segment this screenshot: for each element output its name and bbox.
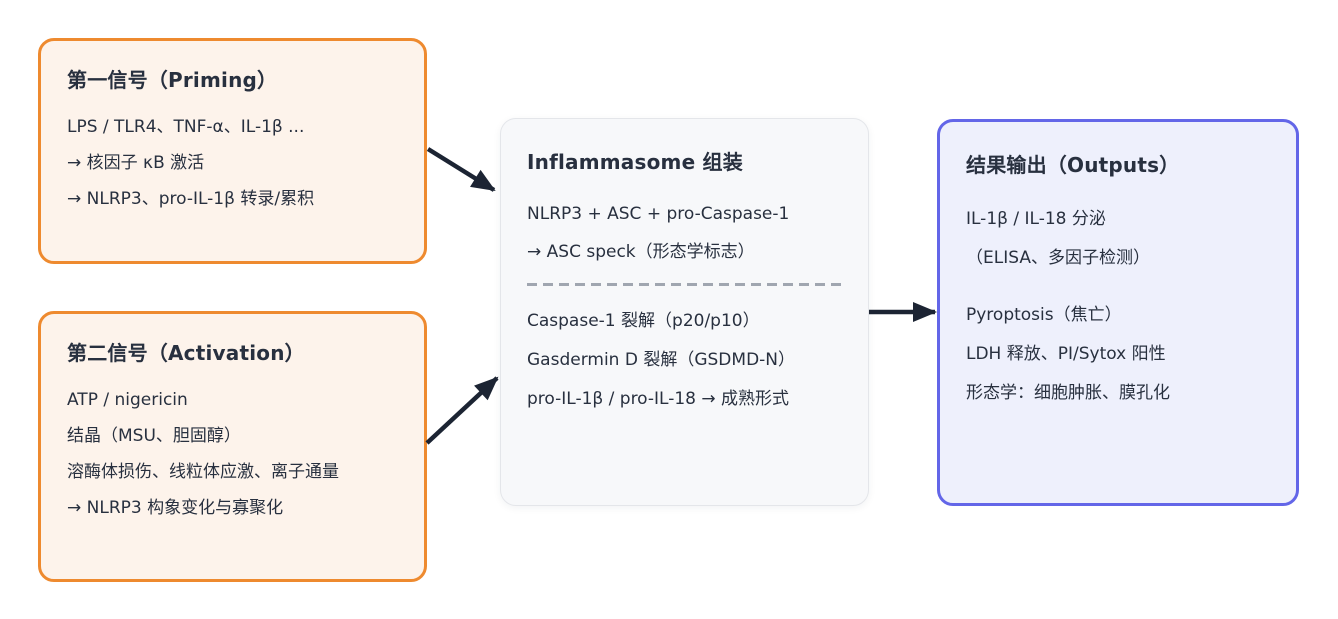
priming-box: 第一信号（Priming） LPS / TLR4、TNF-α、IL-1β ...… xyxy=(38,38,427,264)
arrow-activation-to-assembly xyxy=(425,376,499,445)
assembly-line-caspase: Caspase-1 裂解（p20/p10） xyxy=(527,311,760,331)
assembly-line-speck: → ASC speck（形态学标志） xyxy=(527,242,755,262)
assembly-box: Inflammasome 组装 NLRP3 + ASC + pro-Caspas… xyxy=(500,118,869,506)
outputs-box: 结果输出（Outputs） IL-1β / IL-18 分泌 （ELISA、多因… xyxy=(937,119,1299,506)
dashed-divider xyxy=(527,283,842,286)
outputs-line-morphology: 形态学：细胞肿胀、膜孔化 xyxy=(966,383,1170,403)
priming-line-stimuli: LPS / TLR4、TNF-α、IL-1β ... xyxy=(67,117,305,137)
outputs-secretion-lines: IL-1β / IL-18 分泌 （ELISA、多因子检测） xyxy=(966,200,1270,278)
activation-title: 第二信号（Activation） xyxy=(67,341,305,365)
priming-lines: LPS / TLR4、TNF-α、IL-1β ... → 核因子 κB 激活 →… xyxy=(67,109,398,217)
outputs-line-elisa: （ELISA、多因子检测） xyxy=(966,248,1150,268)
priming-line-transcription: → NLRP3、pro-IL-1β 转录/累积 xyxy=(67,189,315,209)
activation-line-oligomerization: → NLRP3 构象变化与寡聚化 xyxy=(67,498,284,518)
assembly-title: Inflammasome 组装 xyxy=(527,150,743,174)
outputs-line-pyroptosis: Pyroptosis（焦亡） xyxy=(966,305,1122,325)
activation-line-stress: 溶酶体损伤、线粒体应激、离子通量 xyxy=(67,462,339,482)
outputs-line-ldh: LDH 释放、PI/Sytox 阳性 xyxy=(966,344,1166,364)
assembly-line-gsdmd: Gasdermin D 裂解（GSDMD-N） xyxy=(527,350,796,370)
activation-line-crystals: 结晶（MSU、胆固醇） xyxy=(67,426,241,446)
activation-lines: ATP / nigericin 结晶（MSU、胆固醇） 溶酶体损伤、线粒体应激、… xyxy=(67,382,398,526)
assembly-upper-lines: NLRP3 + ASC + pro-Caspase-1 → ASC speck（… xyxy=(527,195,842,271)
outputs-line-secretion: IL-1β / IL-18 分泌 xyxy=(966,209,1106,229)
outputs-title: 结果输出（Outputs） xyxy=(966,153,1180,177)
activation-box: 第二信号（Activation） ATP / nigericin 结晶（MSU、… xyxy=(38,311,427,582)
assembly-line-components: NLRP3 + ASC + pro-Caspase-1 xyxy=(527,204,790,224)
activation-line-atp: ATP / nigericin xyxy=(67,390,188,410)
outputs-pyroptosis-lines: Pyroptosis（焦亡） LDH 释放、PI/Sytox 阳性 形态学：细胞… xyxy=(966,296,1270,413)
assembly-line-maturation: pro-IL-1β / pro-IL-18 → 成熟形式 xyxy=(527,389,790,409)
arrow-priming-to-assembly xyxy=(426,147,496,192)
assembly-lower-lines: Caspase-1 裂解（p20/p10） Gasdermin D 裂解（GSD… xyxy=(527,302,842,419)
priming-line-nfkb: → 核因子 κB 激活 xyxy=(67,153,205,173)
priming-title: 第一信号（Priming） xyxy=(67,68,278,92)
